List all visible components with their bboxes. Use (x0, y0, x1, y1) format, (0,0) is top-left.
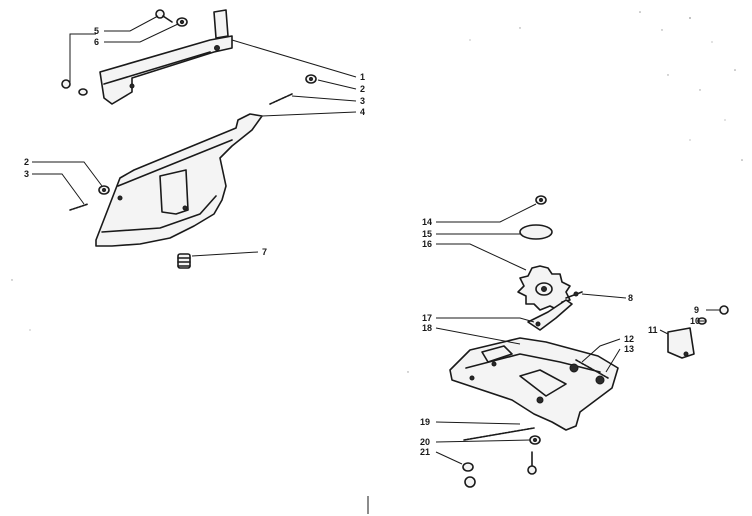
callout-21: 21 (420, 447, 430, 457)
callout-3b: 3 (24, 169, 29, 179)
callout-7: 7 (262, 247, 267, 257)
base-plate-18 (449, 337, 619, 431)
spring-pin-3-lower (69, 203, 89, 211)
screw-21 (462, 451, 537, 488)
callout-15: 15 (422, 229, 432, 239)
spring-pin-3-upper (269, 93, 293, 105)
callout-16: 16 (422, 239, 432, 249)
callout-18: 18 (422, 323, 432, 333)
spring-7 (177, 253, 191, 269)
bracket-11 (667, 327, 695, 359)
lever-17 (527, 299, 573, 331)
guard-housing (95, 113, 263, 247)
nut-2-lower (98, 185, 110, 195)
callout-1: 1 (360, 72, 365, 82)
leaders-right (435, 203, 720, 465)
callout-4: 4 (360, 107, 365, 117)
callout-9: 9 (694, 305, 699, 315)
callout-6: 6 (94, 37, 99, 47)
callout-17: 17 (422, 313, 432, 323)
callout-13: 13 (624, 344, 634, 354)
callout-5: 5 (94, 26, 99, 36)
scan-noise (11, 11, 743, 373)
callout-12: 12 (624, 334, 634, 344)
callout-19: 19 (420, 417, 430, 427)
callout-20: 20 (420, 437, 430, 447)
callout-11: 11 (648, 325, 658, 335)
callout-2b: 2 (24, 157, 29, 167)
washer-6 (176, 17, 188, 27)
callout-2: 2 (360, 84, 365, 94)
callouts-right: 14 15 16 8 9 10 11 17 18 12 13 19 20 21 (420, 217, 700, 457)
callouts-left: 5 6 1 2 3 4 2 3 7 (24, 26, 365, 257)
screw-left-end (61, 79, 88, 96)
leaders-left (32, 15, 357, 257)
callout-3: 3 (360, 96, 365, 106)
nut-14 (535, 195, 547, 205)
gear-16 (517, 265, 571, 311)
washer-15 (519, 224, 553, 240)
screw-5 (155, 9, 173, 23)
nut-2-upper (305, 74, 317, 84)
upper-bracket (99, 9, 233, 105)
pin-8 (565, 291, 583, 299)
screw-9 (719, 305, 729, 315)
spring-19 (463, 427, 535, 441)
callout-8: 8 (628, 293, 633, 303)
callout-10: 10 (690, 316, 700, 326)
callout-14: 14 (422, 217, 432, 227)
nut-20 (529, 435, 541, 445)
